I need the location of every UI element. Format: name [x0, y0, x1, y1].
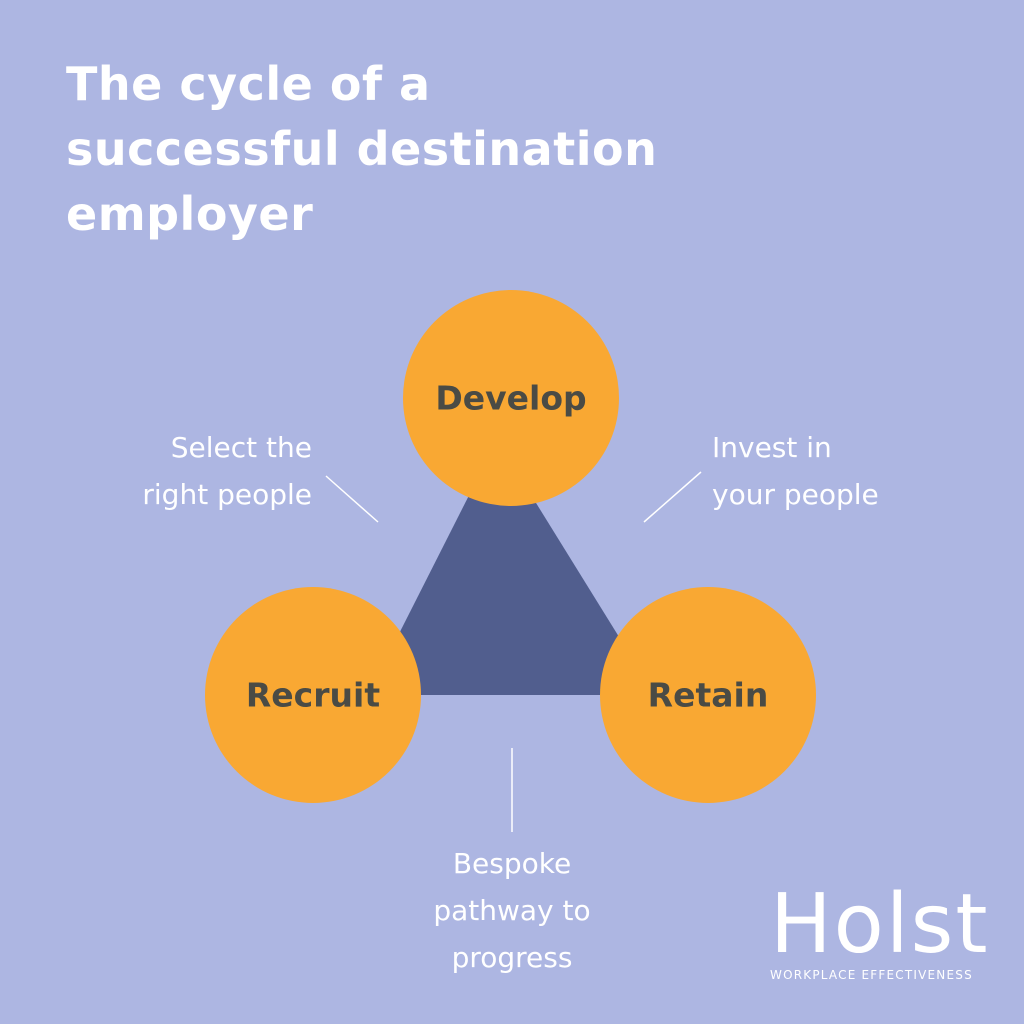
note-line: right people: [142, 478, 312, 511]
note-line: Select the: [170, 431, 312, 464]
note-line: Bespoke: [452, 847, 572, 880]
note-line: pathway to: [433, 894, 591, 927]
logo-tagline: WORKPLACE EFFECTIVENESS: [770, 968, 973, 982]
holst-logo: Holst WORKPLACE EFFECTIVENESS: [770, 877, 990, 983]
note-line: Invest in: [712, 431, 832, 464]
node-develop: Develop: [403, 290, 619, 506]
title-line: employer: [66, 187, 314, 241]
node-circle: [600, 587, 816, 803]
connector-line-right: [643, 471, 702, 523]
node-circle: [205, 587, 421, 803]
connector-line-left: [325, 475, 379, 523]
title-line: successful destination: [66, 122, 658, 176]
note-bespoke-pathway: Bespoke pathway to progress: [362, 840, 662, 981]
node-label-develop: Develop: [435, 379, 586, 418]
node-recruit: Recruit: [205, 587, 421, 803]
page-title: The cycle of a successful destination em…: [66, 52, 766, 247]
node-circle: [403, 290, 619, 506]
note-line: your people: [712, 478, 879, 511]
node-label-retain: Retain: [648, 676, 769, 715]
logo-wordmark: Holst: [770, 877, 990, 972]
node-retain: Retain: [600, 587, 816, 803]
center-triangle: [368, 440, 655, 695]
note-invest-in-people: Invest in your people: [712, 424, 879, 518]
note-select-right-people: Select the right people: [142, 424, 312, 518]
note-line: progress: [451, 941, 573, 974]
node-label-recruit: Recruit: [246, 676, 380, 715]
title-line: The cycle of a: [66, 57, 431, 111]
